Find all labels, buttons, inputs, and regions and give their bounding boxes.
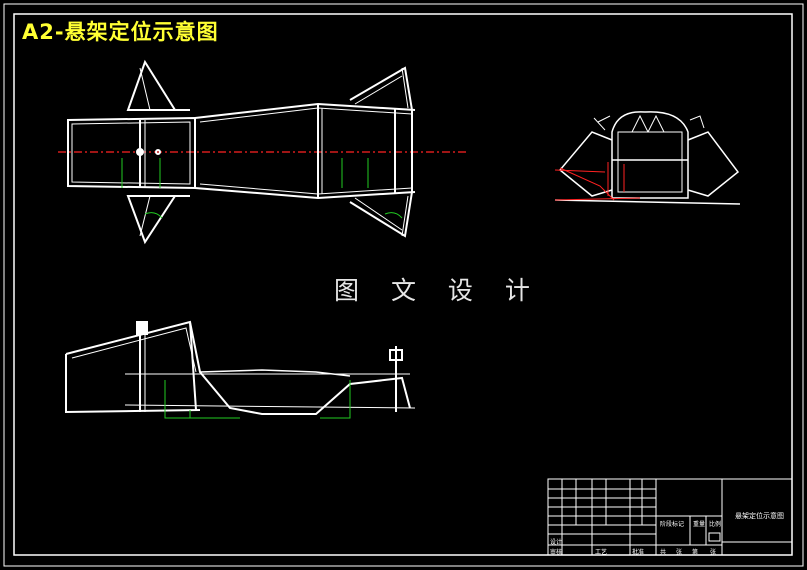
title-block-weight-label: 重量 bbox=[693, 521, 706, 528]
side-view-frame bbox=[65, 320, 416, 415]
title-block-page-label: 第 bbox=[692, 549, 699, 556]
watermark-text: 图 文 设 计 bbox=[334, 276, 542, 305]
outer-border bbox=[3, 3, 804, 567]
top-view-dimensions bbox=[121, 158, 403, 219]
title-block bbox=[547, 478, 793, 556]
title-block-zhang-label-2: 张 bbox=[710, 549, 717, 556]
title-block-approve-label: 批准 bbox=[632, 549, 645, 556]
title-block-scale-label: 比例 bbox=[709, 521, 722, 528]
title-block-zhang-label-1: 张 bbox=[676, 549, 683, 556]
front-view-centerlines bbox=[554, 162, 641, 201]
front-view-frame bbox=[554, 111, 741, 205]
inner-border bbox=[13, 13, 793, 556]
title-block-sheet-label: 共 bbox=[660, 549, 667, 556]
title-block-process-label: 工艺 bbox=[595, 549, 608, 556]
title-block-design-label: 设计 bbox=[550, 539, 563, 546]
top-view-frame bbox=[58, 59, 466, 245]
title-block-drawing-name: 悬架定位示意图 bbox=[735, 512, 784, 520]
drawing-title: A2-悬架定位示意图 bbox=[22, 20, 219, 44]
title-block-review-label: 审核 bbox=[550, 549, 563, 556]
title-block-stage-label: 阶段标记 bbox=[660, 521, 685, 528]
side-view-dimensions bbox=[164, 380, 351, 419]
